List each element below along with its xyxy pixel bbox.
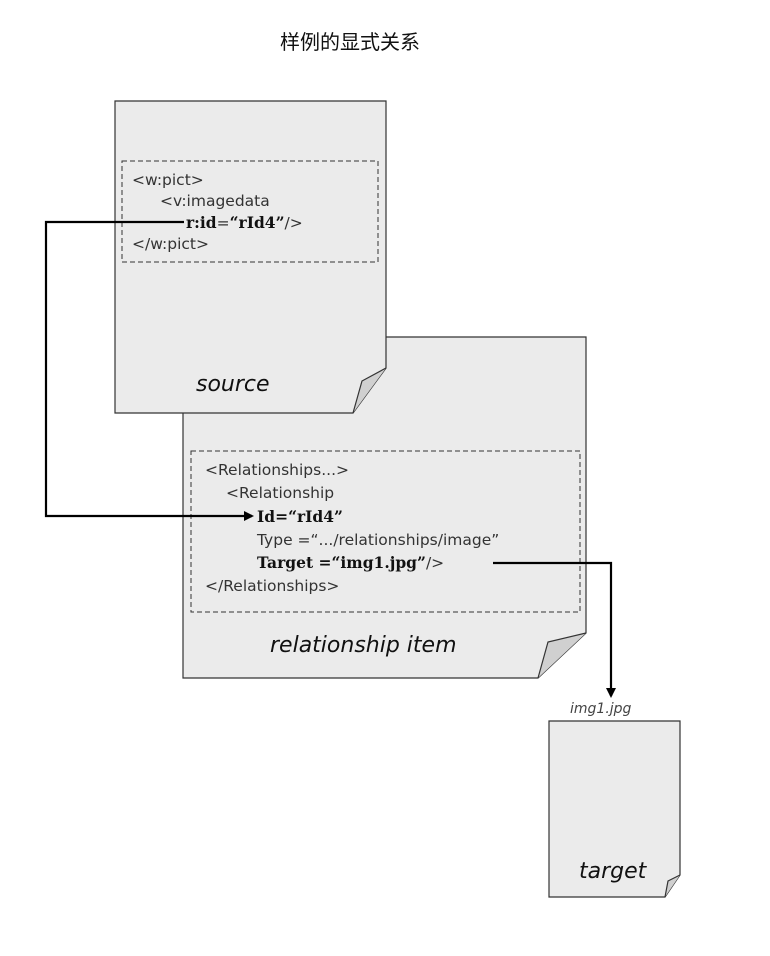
- source-rid-eq: =: [217, 214, 230, 232]
- source-page-curl: [352, 367, 387, 414]
- source-line-1: <w:pict>: [132, 171, 204, 189]
- source-line-2: <v:imagedata: [160, 192, 270, 210]
- source-rid-line: r:id=“rId4”/>: [186, 213, 303, 232]
- target-page: img1.jpg target: [548, 701, 681, 898]
- source-page-body: [114, 100, 387, 414]
- relationship-to-target-arrow: [493, 561, 616, 698]
- relationship-target-line: Target =“img1.jpg”/>: [257, 553, 444, 572]
- relationship-target-end: />: [426, 554, 444, 572]
- source-page: <w:pict> <v:imagedata r:id=“rId4”/> </w:…: [114, 100, 387, 414]
- source-label: source: [196, 372, 270, 397]
- diagram-title: 样例的显式关系: [280, 30, 420, 54]
- relationship-line-2: <Relationship: [226, 484, 334, 502]
- source-rid-value: “rId4”: [230, 213, 285, 232]
- relationship-target-attr: Target =“img1.jpg”: [257, 553, 426, 572]
- relationship-page: <Relationships...> <Relationship Id=“rId…: [182, 336, 587, 679]
- source-xml-box: [121, 160, 379, 263]
- target-page-curl: [664, 874, 681, 898]
- target-label: target: [579, 859, 648, 884]
- relationship-page-curl: [537, 632, 587, 679]
- relationship-xml-box: [190, 450, 581, 613]
- source-rid-attr: r:id: [186, 213, 217, 232]
- source-to-relationship-arrow: [44, 220, 254, 521]
- relationship-type-line: Type =“.../relationships/image”: [256, 531, 499, 549]
- relationship-id-line: Id=“rId4”: [257, 507, 343, 526]
- target-filename: img1.jpg: [570, 701, 632, 717]
- relationship-label: relationship item: [270, 633, 457, 658]
- relationship-line-1: <Relationships...>: [205, 461, 349, 479]
- source-line-4: </w:pict>: [132, 235, 209, 253]
- source-rid-end: />: [285, 214, 303, 232]
- relationship-line-6: </Relationships>: [205, 577, 339, 595]
